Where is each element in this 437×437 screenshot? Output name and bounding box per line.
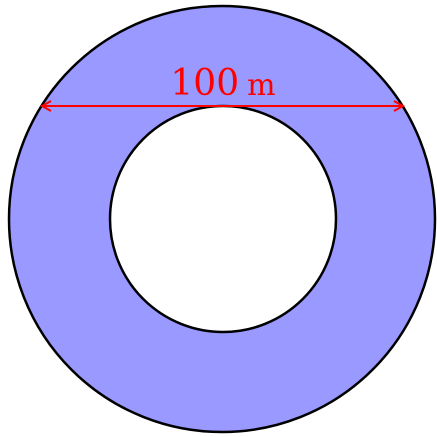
diameter-unit: m (247, 68, 275, 103)
inner-circle (108, 104, 338, 334)
diameter-value: 100 (170, 63, 239, 104)
